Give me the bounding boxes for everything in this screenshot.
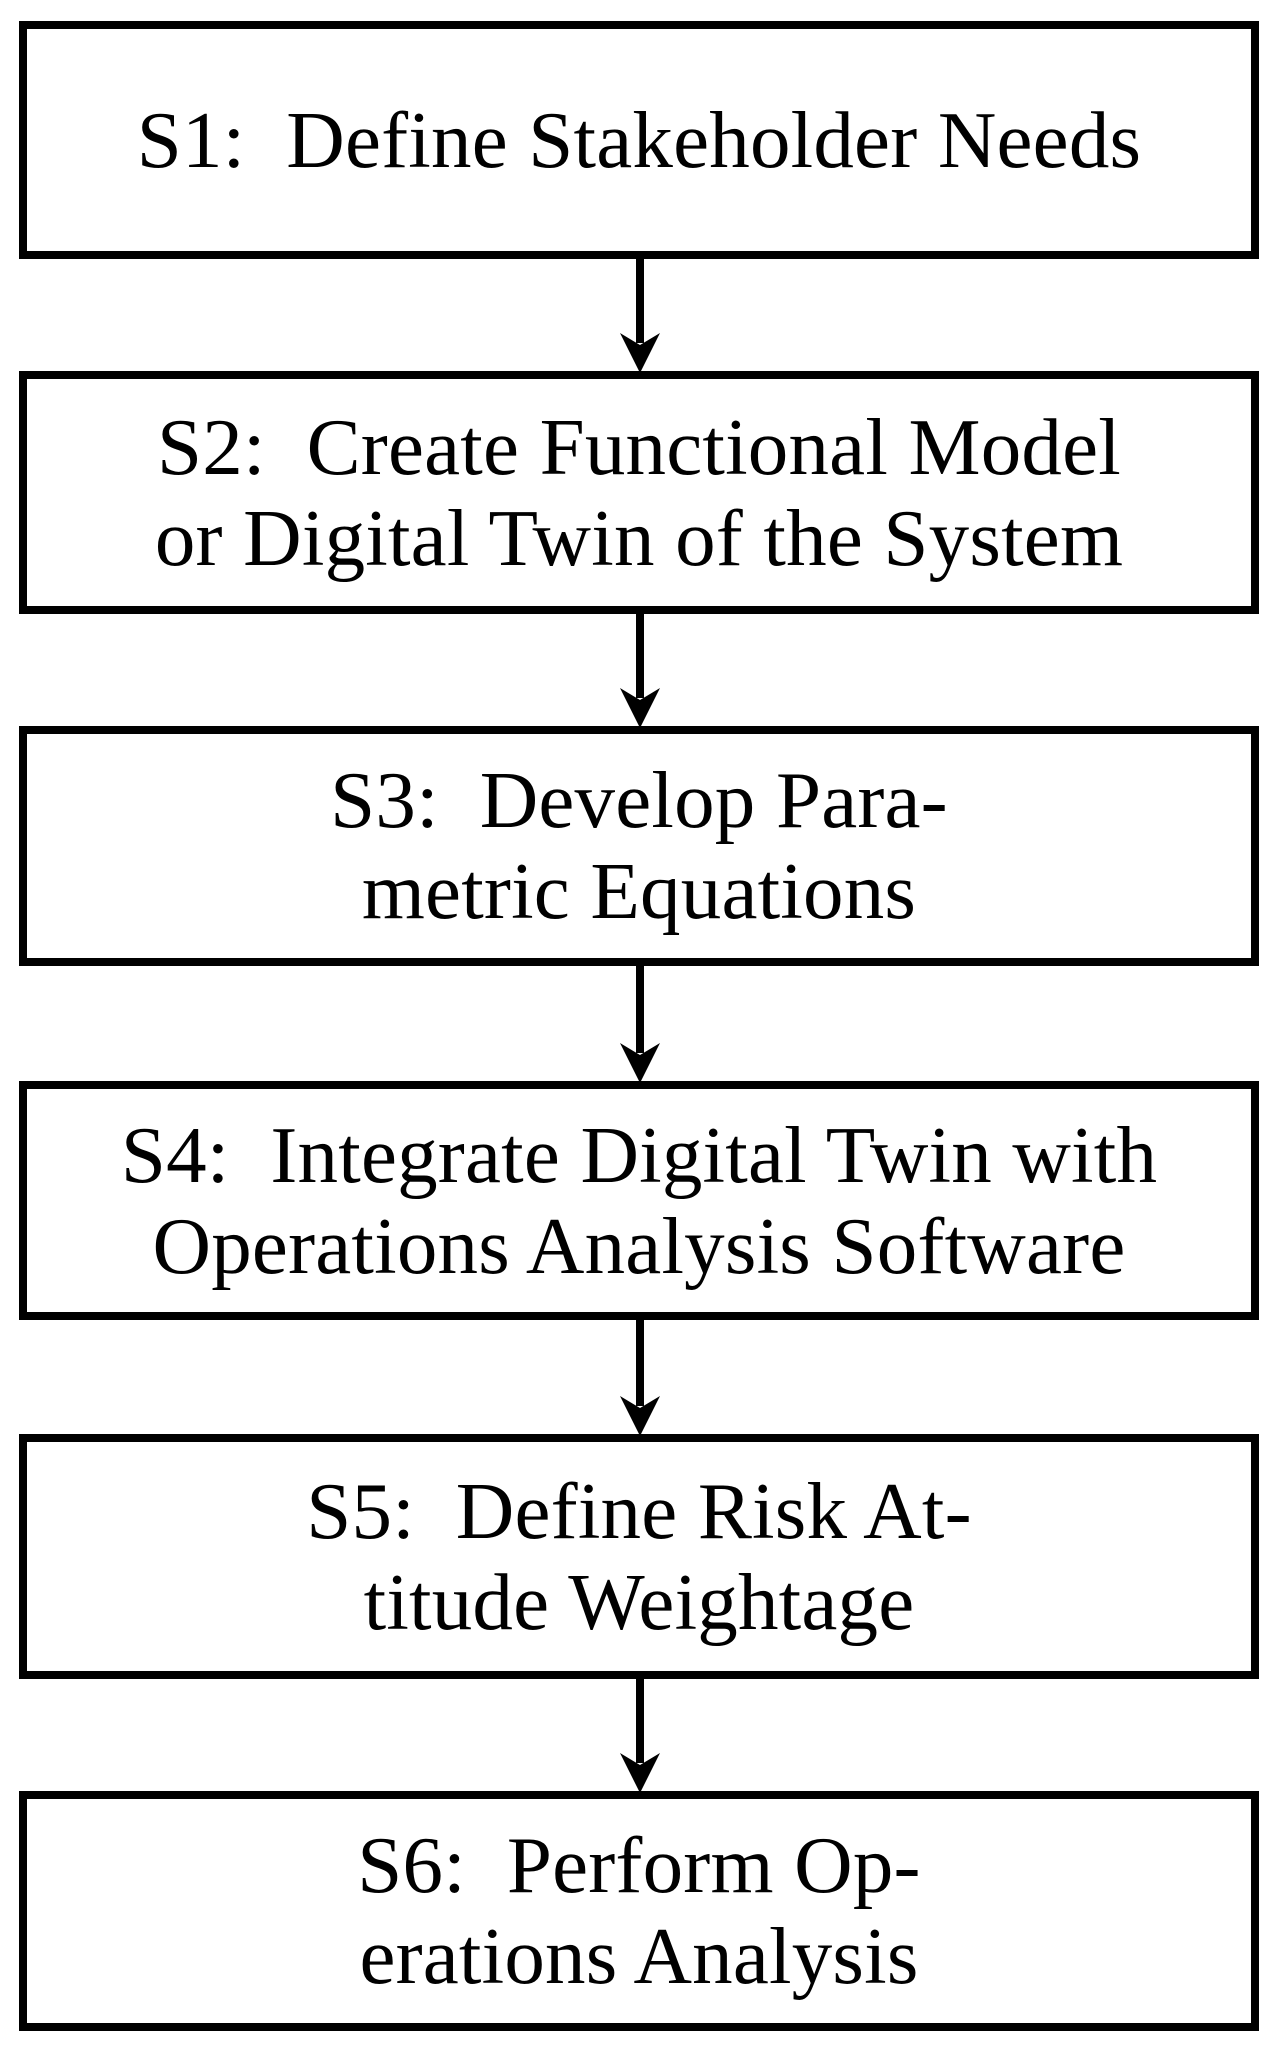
flowchart-step-s2[interactable]: S2: Create Functional Model or Digital T… [19, 371, 1259, 614]
connector-arrow-s4-s5 [618, 1318, 662, 1436]
step-s4-line-1: S4: Integrate Digital Twin with [120, 1109, 1158, 1200]
connector-arrow-s5-s6 [618, 1677, 662, 1793]
step-s2-line-2: or Digital Twin of the System [154, 492, 1124, 583]
connector-arrow-s3-s4 [618, 964, 662, 1083]
step-s2-line-1: S2: Create Functional Model [157, 401, 1121, 492]
down-arrow-icon [620, 257, 660, 373]
flowchart-step-s1[interactable]: S1: Define Stakeholder Needs [19, 21, 1259, 259]
flowchart-step-s4[interactable]: S4: Integrate Digital Twin with Operatio… [19, 1081, 1259, 1320]
down-arrow-icon [620, 1677, 660, 1793]
flowchart-step-s6[interactable]: S6: Perform Op- erations Analysis [19, 1791, 1259, 2031]
step-s4-line-2: Operations Analysis Software [152, 1200, 1126, 1291]
step-s5-line-1: S5: Define Risk At- [306, 1465, 972, 1556]
step-s5-line-2: titude Weightage [363, 1556, 915, 1647]
down-arrow-icon [620, 612, 660, 728]
down-arrow-icon [620, 1318, 660, 1436]
connector-arrow-s2-s3 [618, 612, 662, 728]
flowchart-step-s3[interactable]: S3: Develop Para- metric Equations [19, 726, 1259, 966]
down-arrow-icon [620, 964, 660, 1083]
step-s6-line-1: S6: Perform Op- [357, 1820, 921, 1910]
flowchart-step-s5[interactable]: S5: Define Risk At- titude Weightage [19, 1434, 1259, 1679]
step-s3-line-1: S3: Develop Para- [330, 755, 948, 845]
step-s6-line-2: erations Analysis [359, 1911, 919, 2001]
connector-arrow-s1-s2 [618, 257, 662, 373]
step-s3-line-2: metric Equations [361, 846, 917, 936]
step-s1-line-1: S1: Define Stakeholder Needs [136, 94, 1142, 185]
